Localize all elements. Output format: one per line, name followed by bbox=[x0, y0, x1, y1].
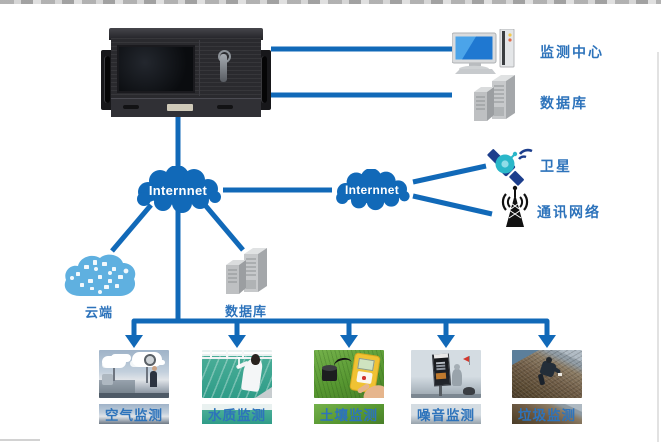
water-quality-label: 水质监测 bbox=[202, 404, 272, 424]
garbage-monitoring-label: 垃圾监测 bbox=[512, 404, 582, 424]
server-towers-icon bbox=[220, 245, 272, 304]
signal-tower-icon bbox=[497, 185, 533, 234]
server-port bbox=[217, 105, 233, 109]
rack-ear-left bbox=[101, 50, 114, 110]
monitoring-center-label: 监测中心 bbox=[540, 44, 604, 60]
server-port bbox=[123, 105, 139, 109]
server-lid bbox=[109, 28, 263, 40]
server-lock-handle bbox=[220, 54, 227, 82]
server-badge bbox=[167, 104, 193, 111]
railing bbox=[202, 352, 272, 354]
scan-artifact-bottom-left bbox=[0, 439, 40, 441]
cloud-edge-label: 云端 bbox=[84, 305, 113, 320]
database-top-label: 数据库 bbox=[540, 95, 588, 111]
person-silhouette bbox=[150, 371, 157, 387]
noise-monitoring-label: 噪音监测 bbox=[411, 404, 481, 424]
cloud-shape-icon bbox=[336, 168, 410, 211]
animal-silhouette bbox=[463, 387, 475, 395]
rack-handle-icon bbox=[261, 56, 267, 103]
soil-monitoring-photo bbox=[314, 350, 384, 398]
cloud-shape bbox=[102, 356, 126, 368]
garbage-monitoring-photo bbox=[512, 350, 582, 398]
desktop-computer-icon bbox=[451, 28, 526, 80]
scan-artifact-top bbox=[0, 0, 661, 4]
cloud-collage-icon bbox=[60, 250, 138, 307]
industrial-server-image bbox=[101, 28, 271, 117]
meter-screen bbox=[357, 357, 375, 372]
sensor-fan bbox=[144, 354, 156, 366]
storage-tank bbox=[102, 374, 113, 385]
internet-cloud-right: Internnet bbox=[330, 168, 414, 211]
server-towers-icon bbox=[468, 72, 520, 131]
communication-network-label: 通讯网络 bbox=[537, 204, 601, 220]
scan-artifact-right bbox=[657, 52, 659, 442]
statue bbox=[452, 369, 462, 386]
cloud-shape-icon bbox=[137, 165, 221, 213]
rack-handle-icon bbox=[104, 56, 110, 103]
satellite-label: 卫星 bbox=[540, 158, 572, 174]
sampling-tube bbox=[238, 357, 240, 368]
internet-label: Internnet bbox=[148, 182, 208, 198]
air-monitoring-label: 空气监测 bbox=[99, 404, 169, 424]
noise-monitoring-photo bbox=[411, 350, 481, 398]
soil-sensor bbox=[322, 368, 337, 381]
satellite-icon bbox=[480, 143, 536, 192]
internet-cloud-left: Internnet bbox=[130, 165, 226, 214]
rack-ear-right bbox=[258, 50, 271, 110]
water-quality-monitoring-photo bbox=[202, 350, 272, 398]
server-display-window bbox=[117, 45, 195, 93]
server-panel-divider bbox=[199, 40, 200, 96]
air-monitoring-photo bbox=[99, 350, 169, 398]
red-flag bbox=[463, 356, 469, 362]
internet-label: Internnet bbox=[344, 183, 400, 197]
soil-monitoring-label: 土壤监测 bbox=[314, 404, 384, 424]
database-mid-label: 数据库 bbox=[224, 304, 267, 319]
